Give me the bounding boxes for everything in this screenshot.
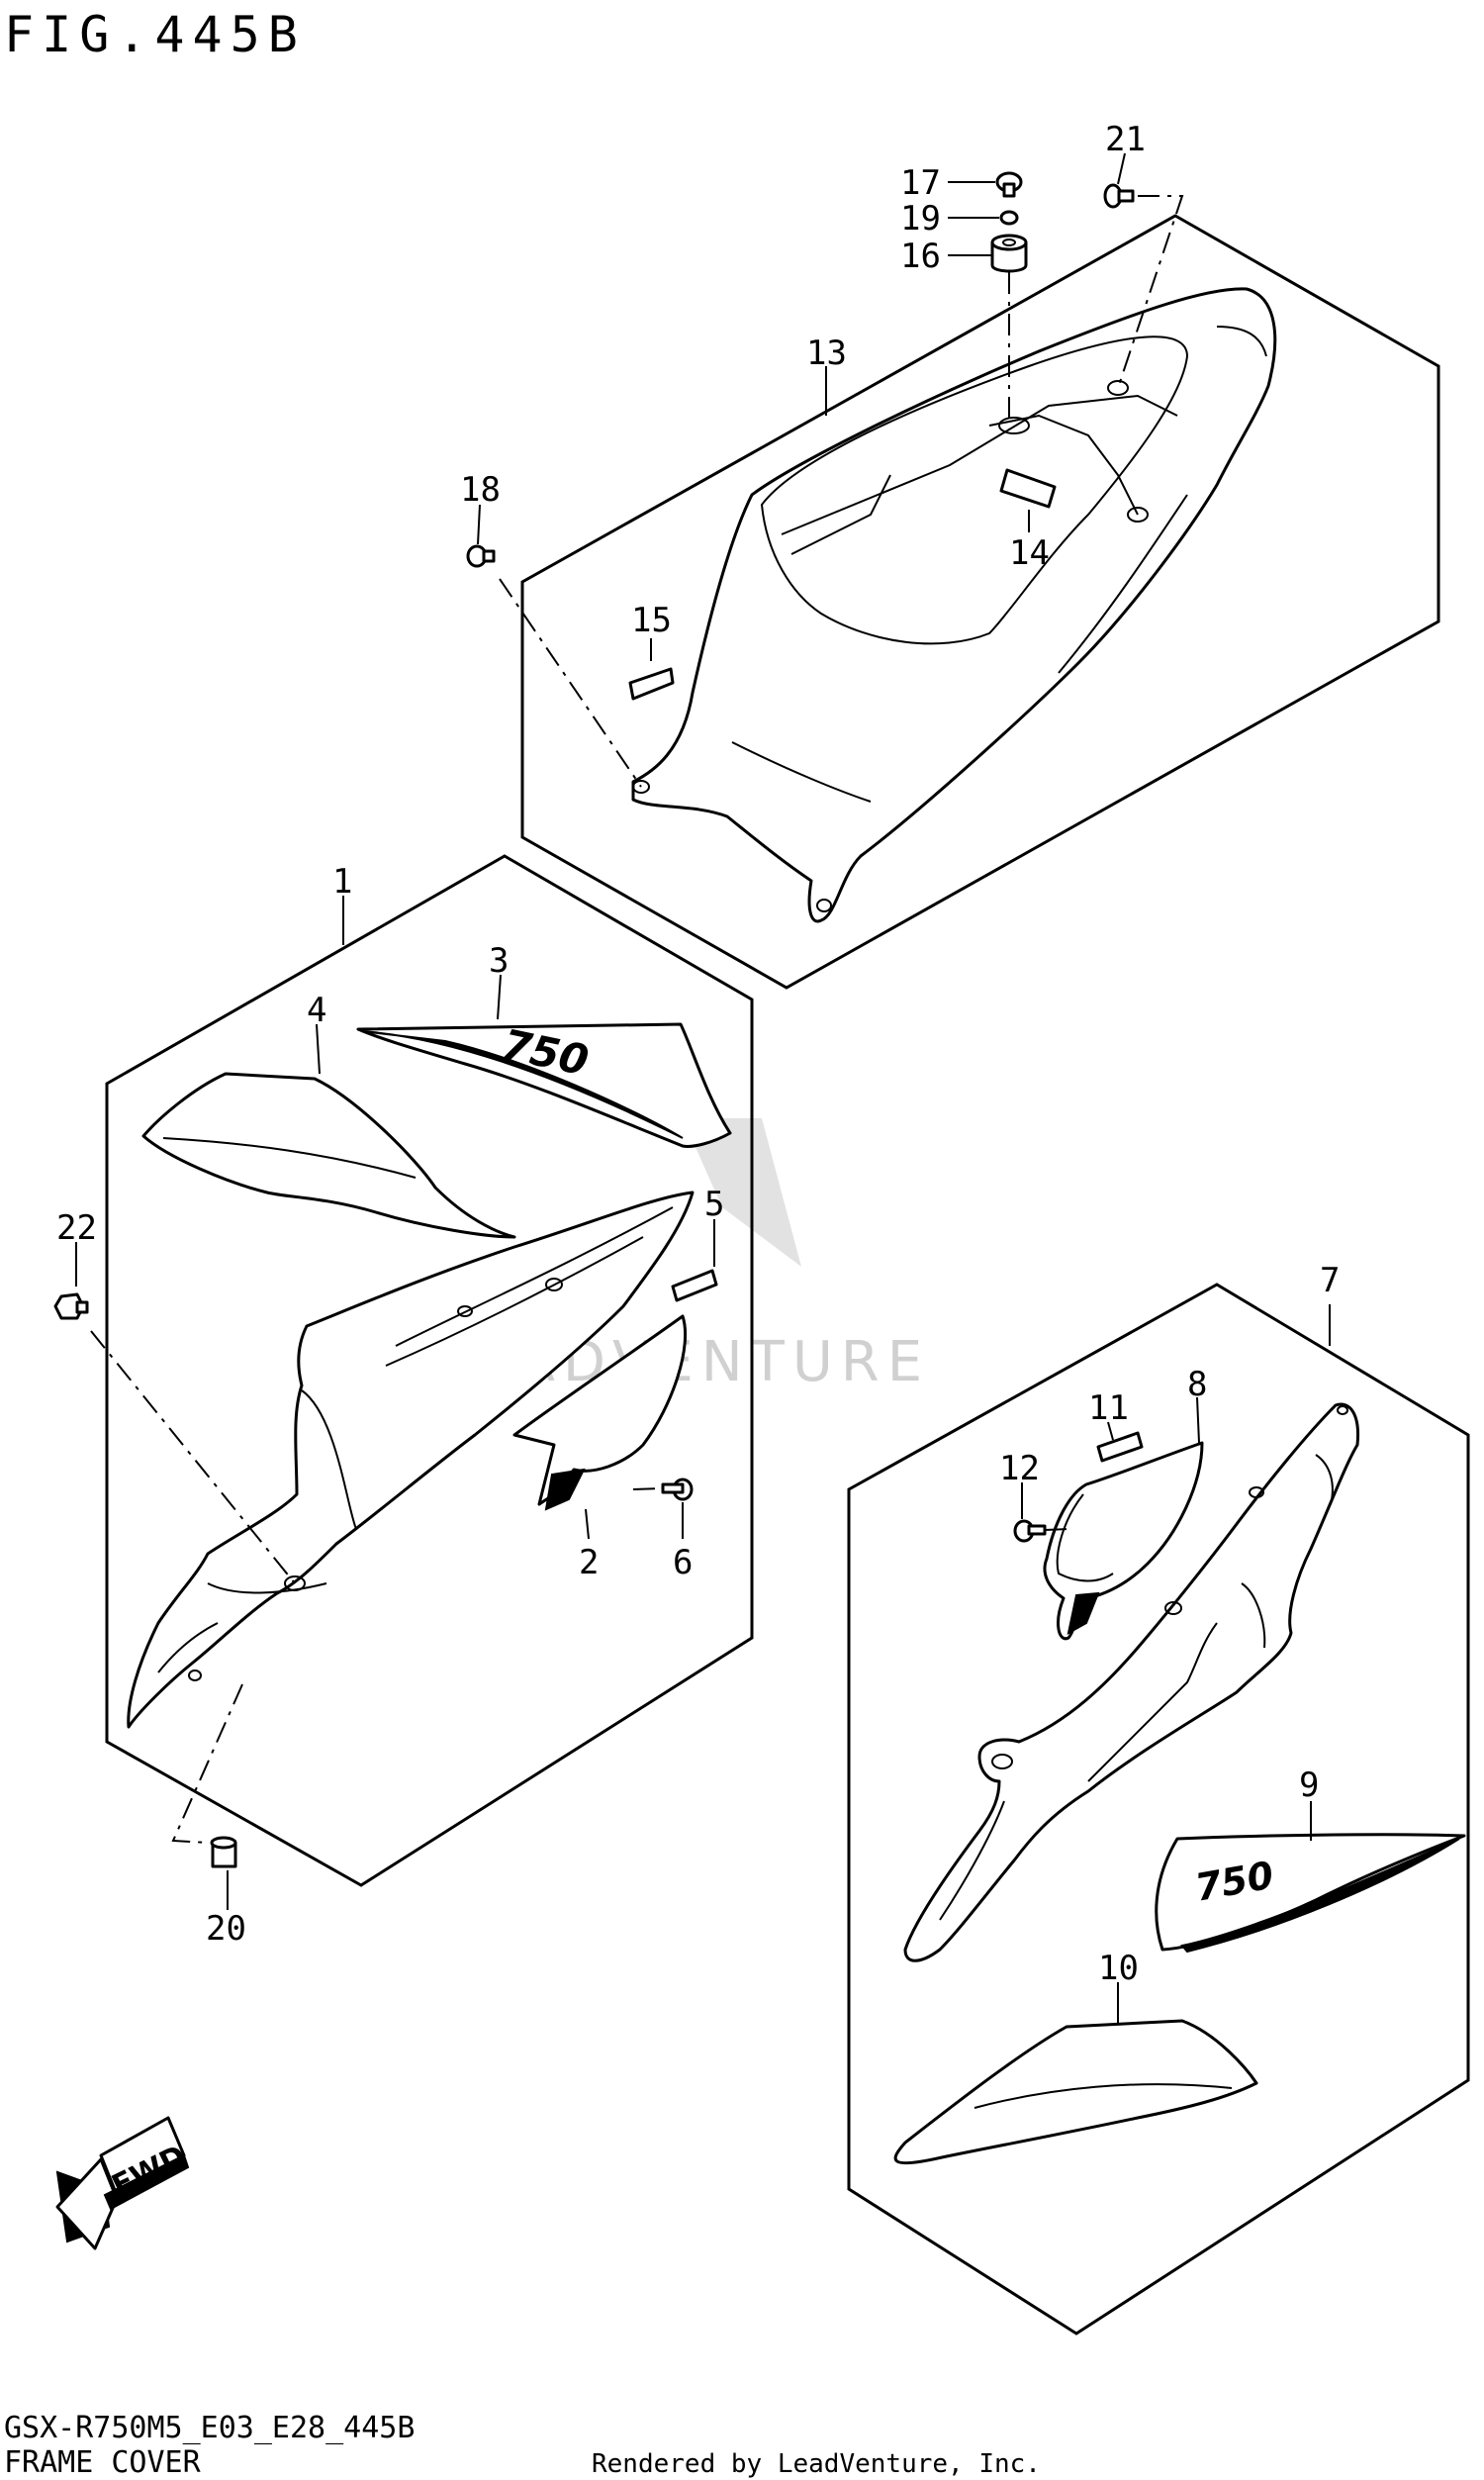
frame-cover-left-box: [105, 854, 754, 1887]
bolt-17-part: [995, 171, 1023, 198]
callout-14: 14: [1009, 533, 1050, 573]
callout-11: 11: [1088, 1388, 1129, 1428]
callout-9: 9: [1299, 1765, 1319, 1805]
callout-4: 4: [307, 991, 326, 1030]
callout-3: 3: [489, 941, 509, 981]
assembly-line-21: [1117, 195, 1184, 389]
figure-title: FIG.445B: [4, 6, 306, 63]
callout-2: 2: [579, 1543, 599, 1582]
bolt-21-part: [1103, 183, 1135, 209]
bolt-22-part: [53, 1292, 89, 1320]
label-5-part: [671, 1269, 718, 1302]
callout-12: 12: [999, 1449, 1040, 1488]
frame-cover-right-part: [903, 1402, 1360, 1962]
decal-4-part: [141, 1072, 516, 1239]
frame-cover-right-box: [847, 1283, 1470, 2336]
assembly-line-18: [499, 578, 642, 788]
cushion-16-part: [990, 234, 1028, 273]
frame-cover-right-group: 750 7 8 11 12 9 10: [847, 1261, 1470, 2336]
callout-10: 10: [1098, 1949, 1139, 1988]
callout-13: 13: [806, 334, 847, 373]
seat-tail-cover-part: [631, 287, 1277, 923]
callout-15: 15: [631, 601, 672, 640]
tail-cover-box: [520, 214, 1440, 990]
label-14-part: [999, 468, 1057, 509]
washer-19-part: [999, 210, 1019, 226]
callout-7: 7: [1320, 1261, 1340, 1300]
label-15-part: [628, 667, 675, 701]
decal-10-part: [893, 2019, 1258, 2165]
label-11-part: [1096, 1431, 1144, 1463]
tail-cover-group: 17 19 16 21 13 14 15 18: [460, 120, 1440, 990]
callout-5: 5: [704, 1185, 724, 1224]
callout-22: 22: [56, 1208, 97, 1248]
decal-9-part: [1155, 1833, 1466, 1952]
screw-12-part: [1013, 1519, 1047, 1543]
fwd-arrow-badge: FWD: [55, 2116, 192, 2250]
callout-21: 21: [1105, 120, 1146, 159]
callout-18: 18: [460, 470, 501, 510]
callout-20: 20: [206, 1909, 246, 1949]
callout-1: 1: [332, 862, 352, 902]
callout-19: 19: [900, 199, 941, 238]
inner-cover-2-part: [512, 1314, 688, 1506]
model-code: GSX-R750M5_E03_E28_445B: [4, 2411, 415, 2445]
grommet-20-part: [210, 1836, 237, 1868]
callout-16: 16: [900, 237, 941, 276]
screw-6-part: [661, 1478, 694, 1501]
frame-cover-left-group: 750: [53, 854, 754, 1949]
callout-8: 8: [1187, 1365, 1207, 1404]
bolt-18-part: [466, 544, 496, 568]
credit-line: Rendered by LeadVenture, Inc.: [592, 2449, 1041, 2479]
section-name: FRAME COVER: [4, 2445, 202, 2480]
callout-17: 17: [900, 163, 941, 203]
callout-6: 6: [673, 1543, 693, 1582]
